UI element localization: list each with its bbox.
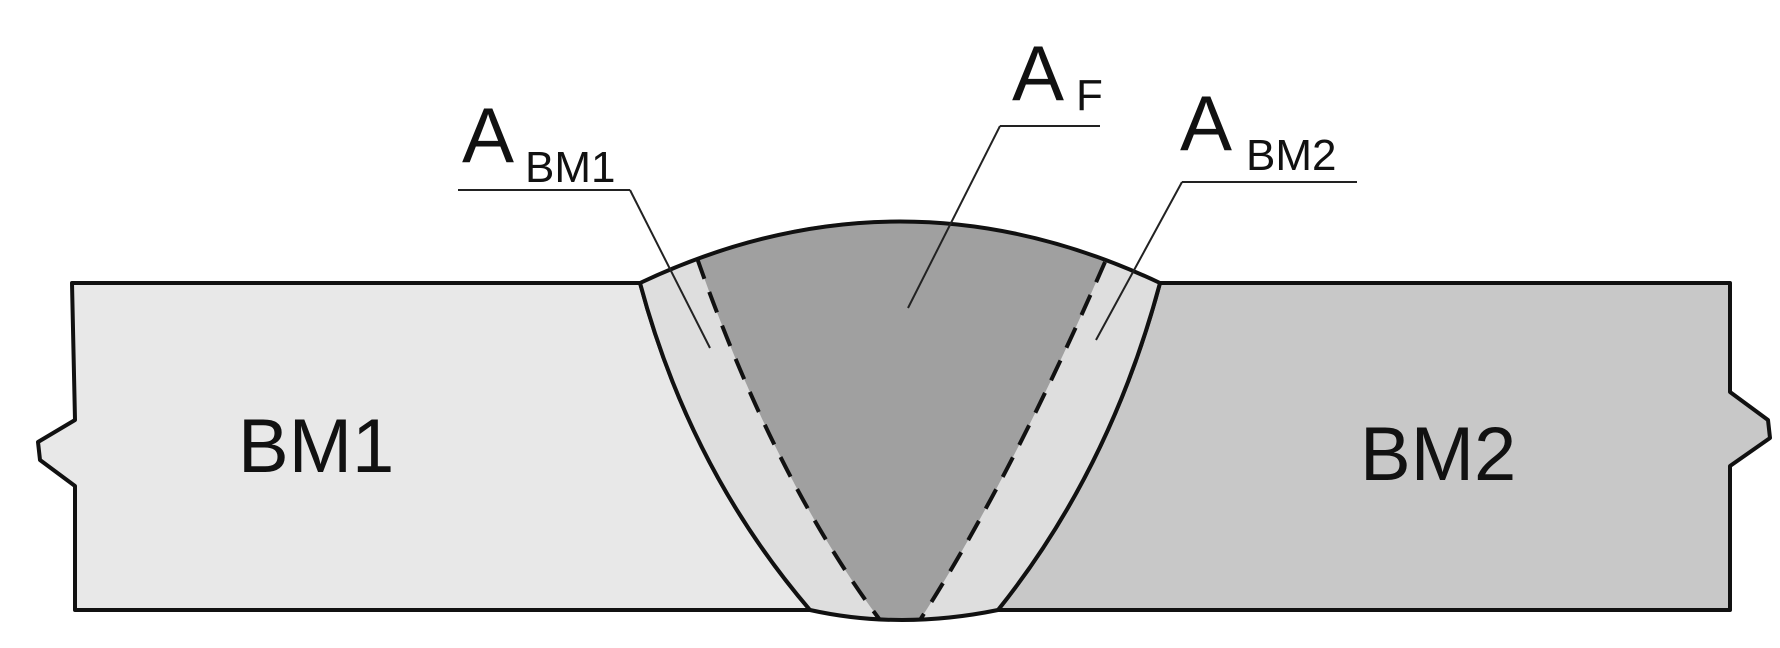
leader-a-f bbox=[907, 125, 1100, 309]
fusion-boundary-right bbox=[996, 282, 1162, 612]
dashed-boundary-left bbox=[695, 257, 882, 622]
label-a-bm2-sub: BM2 bbox=[1246, 131, 1336, 180]
dashed-boundary-right bbox=[918, 261, 1107, 622]
haz-region-bm2 bbox=[920, 262, 1160, 620]
label-a-bm2-main: A bbox=[1180, 79, 1232, 167]
fusion-boundary-left bbox=[638, 282, 812, 612]
label-a-f-main: A bbox=[1012, 29, 1064, 117]
label-a-bm1-sub: BM1 bbox=[525, 143, 615, 192]
leader-a-bm2 bbox=[1095, 181, 1357, 341]
label-a-f: A F bbox=[1012, 29, 1103, 120]
fusion-zone bbox=[697, 219, 1105, 622]
label-a-bm1-main: A bbox=[462, 91, 514, 179]
weld-root-outline bbox=[809, 608, 999, 622]
label-a-bm2: A BM2 bbox=[1180, 79, 1336, 180]
weld-cap-outline bbox=[639, 219, 1161, 285]
haz-region-bm1 bbox=[640, 258, 880, 620]
label-a-f-sub: F bbox=[1076, 71, 1103, 120]
label-bm1: BM1 bbox=[238, 404, 394, 489]
leader-a-bm1 bbox=[458, 189, 711, 349]
label-bm2: BM2 bbox=[1360, 412, 1516, 497]
label-a-bm1: A BM1 bbox=[462, 91, 615, 192]
